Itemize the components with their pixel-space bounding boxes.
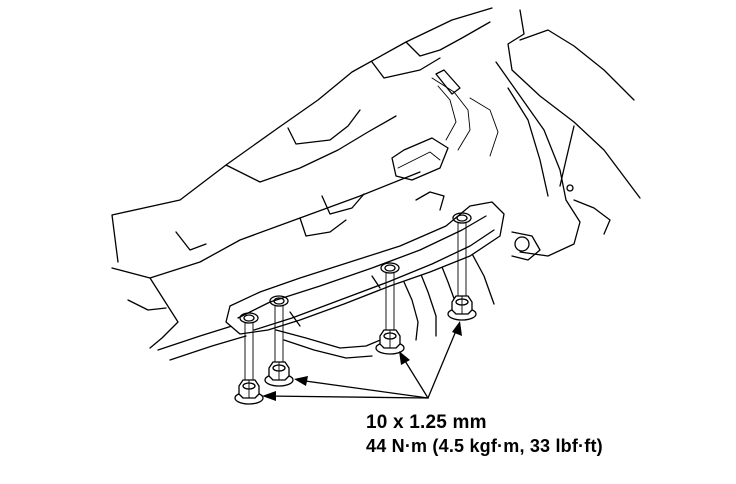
alignment-lines [244, 221, 467, 385]
engine-block-outline [111, 7, 499, 349]
leader-arrows [262, 321, 462, 401]
flange-nut-1 [234, 379, 264, 405]
torque-spec-label: 44 N·m (4.5 kgf·m, 33 lbf·ft) [366, 436, 603, 456]
subframe-outline [495, 9, 641, 261]
flange-nut-4 [447, 295, 477, 321]
bolt-size-label: 10 x 1.25 mm [366, 412, 487, 433]
flange-nut-2 [264, 361, 294, 387]
bolt-holes [239, 212, 472, 324]
flange-nut-3 [375, 329, 405, 355]
